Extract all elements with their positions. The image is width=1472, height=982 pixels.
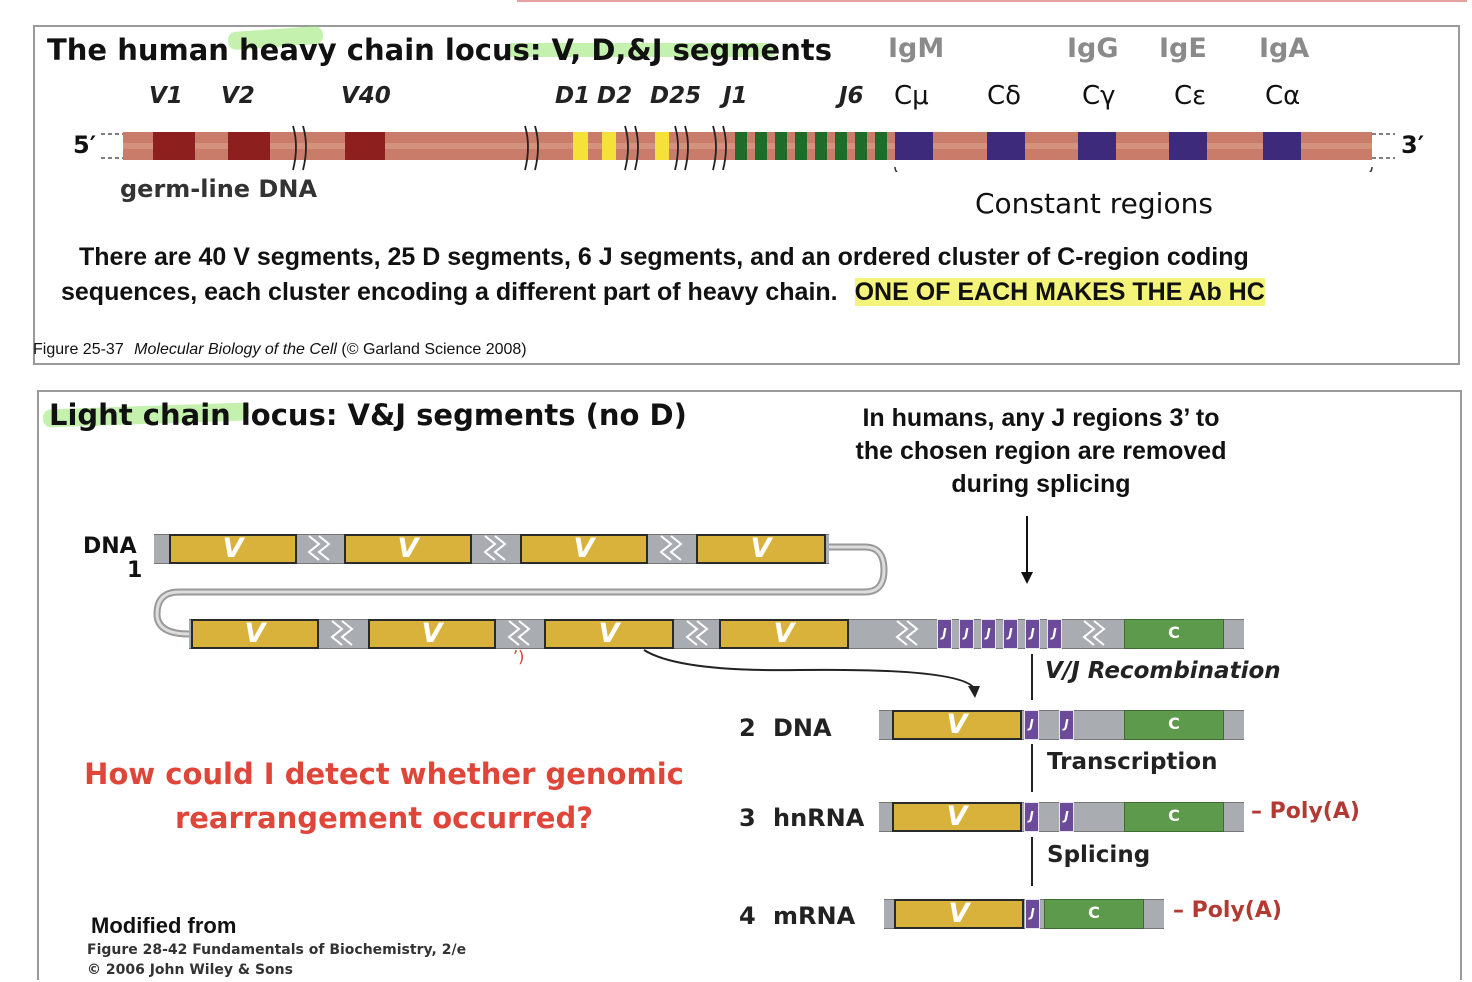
d-segment-label: D2 [597,83,633,109]
v-segment: V [368,619,496,649]
step4-label: mRNA [773,902,856,930]
c-segment: C [1124,710,1224,740]
light-chain-panel: Light chain locus: V&J segments (no D) I… [37,390,1462,980]
light-credit-line2: © 2006 John Wiley & Sons [87,962,293,978]
modified-from-label: Modified from [91,913,237,938]
j-segment-label: J6 [839,83,864,109]
step2-label: DNA [773,714,832,742]
v-segment: V [719,619,849,649]
splicing-note-line: the chosen region are removed [855,437,1227,465]
splicing-note: In humans, any J regions 3’ to the chose… [819,402,1263,501]
d-segment-label: D25 [650,83,702,109]
v-segment: V [696,534,826,564]
j-segment: J [1059,802,1074,832]
v-segment-label: V1 [149,83,183,109]
credit-title: Molecular Biology of the Cell [134,341,337,358]
j-segment: J [1024,802,1039,832]
three-prime-label: 3′ [1401,131,1425,159]
credit-suffix: (© Garland Science 2008) [341,341,527,358]
five-prime-label: 5′ [73,131,97,159]
question-line: rearrangement occurred? [174,801,594,835]
question-line: How could I detect whether genomic [84,757,684,791]
v-segment-label: V2 [221,83,255,109]
heavy-description-line2: sequences, each cluster encoding a diffe… [61,278,1265,307]
dna1-number: 1 [127,558,143,583]
v-segment: V [892,802,1022,832]
step4-number: 4 [739,902,756,930]
step-recombination-label: V/J Recombination [1045,658,1281,684]
light-chain-title: Light chain locus: V&J segments (no D) [49,398,687,432]
splicing-note-line: In humans, any J regions 3’ to [862,404,1220,432]
j-segment: J [981,619,996,649]
constant-segment-label: Cα [1265,81,1301,111]
step3-number: 3 [739,804,756,832]
c-segment: C [1044,899,1144,929]
j-segment: J [1025,619,1040,649]
j-segment: J [937,619,952,649]
constant-segment-label: Cγ [1082,81,1116,111]
j-segment-label: J1 [723,83,748,109]
v-segment-label: V40 [341,83,391,109]
break-marks [307,535,683,561]
isotype-label: IgG [1067,33,1119,64]
dna1-row2-backbone [189,619,1244,649]
heavy-description-line1: There are 40 V segments, 25 D segments, … [79,243,1249,271]
v-segment: V [894,899,1024,929]
v-segment-chosen: V [544,619,674,649]
isotype-label: IgE [1159,33,1207,64]
j-segment: J [1025,899,1040,929]
c-segment: C [1124,619,1224,649]
step2-number: 2 [739,714,756,742]
d-segment-label: D1 [555,83,591,109]
dna1-label: DNA [83,534,137,559]
isotype-label: IgA [1259,33,1310,64]
heavy-figure-credit: Figure 25-37 Molecular Biology of the Ce… [33,341,527,359]
heavy-chain-panel: The human heavy chain locus: V, D,&J seg… [33,25,1460,365]
constant-regions-label: Constant regions [975,187,1213,220]
top-accent-line [517,0,1467,2]
germline-dna-diagram [101,125,1395,172]
constant-segment-label: Cδ [987,81,1022,111]
polya-tail-label: – Poly(A) [1173,898,1282,923]
step-splicing-label: Splicing [1047,842,1151,868]
v-segment: V [892,710,1022,740]
step3-label: hnRNA [773,804,865,832]
isotype-label: IgM [888,33,945,64]
j-segment: J [1003,619,1018,649]
polya-tail-label: – Poly(A) [1251,799,1360,824]
credit-prefix: Figure 25-37 [33,341,124,358]
constant-segment-label: Cε [1174,81,1207,111]
light-credit-line1: Figure 28-42 Fundamentals of Biochemistr… [87,942,467,958]
c-segment: C [1124,802,1224,832]
rearrangement-question: How could I detect whether genomic rearr… [79,752,689,840]
break-marks [330,620,1106,646]
step-transcription-label: Transcription [1047,749,1218,775]
v-segment: V [169,534,297,564]
j-segment: J [1059,710,1074,740]
germline-dna-label: germ-line DNA [120,175,318,203]
constant-segment-label: Cμ [894,81,929,111]
splicing-note-line: during splicing [951,470,1131,498]
heavy-chain-title: The human heavy chain locus: V, D,&J seg… [47,33,832,67]
svg-text:ʼ): ʼ) [513,647,524,666]
j-segment: J [959,619,974,649]
heavy-description-text: sequences, each cluster encoding a diffe… [61,278,838,306]
j-segment: J [1047,619,1062,649]
v-segment: V [344,534,472,564]
v-segment: V [191,619,319,649]
highlighted-conclusion: ONE OF EACH MAKES THE Ab HC [854,278,1265,306]
j-segment: J [1024,710,1039,740]
v-segment: V [520,534,648,564]
light-chain-connectors: ʼ) [153,516,1033,886]
title-highlight-mark [505,43,777,57]
